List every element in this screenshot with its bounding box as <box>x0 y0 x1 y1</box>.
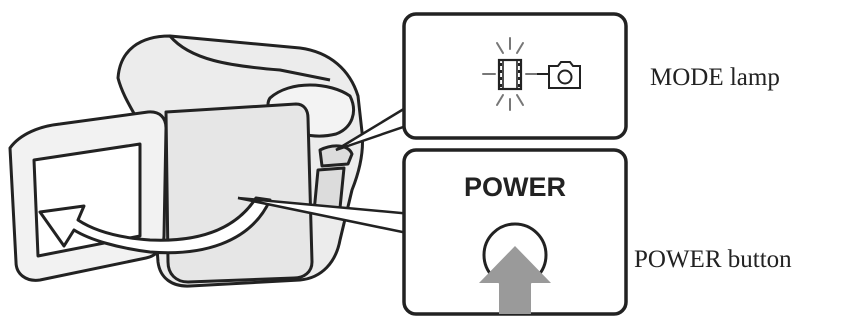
lcd-monitor <box>10 112 166 280</box>
camera-icon <box>549 62 580 88</box>
power-box-title: POWER <box>464 172 566 202</box>
mode-lamp-label: MODE lamp <box>650 64 780 92</box>
mode-lamp-box <box>404 14 626 138</box>
power-button-box: POWER <box>404 150 626 314</box>
movie-film-icon <box>499 60 521 89</box>
power-button-label: POWER button <box>634 246 792 274</box>
